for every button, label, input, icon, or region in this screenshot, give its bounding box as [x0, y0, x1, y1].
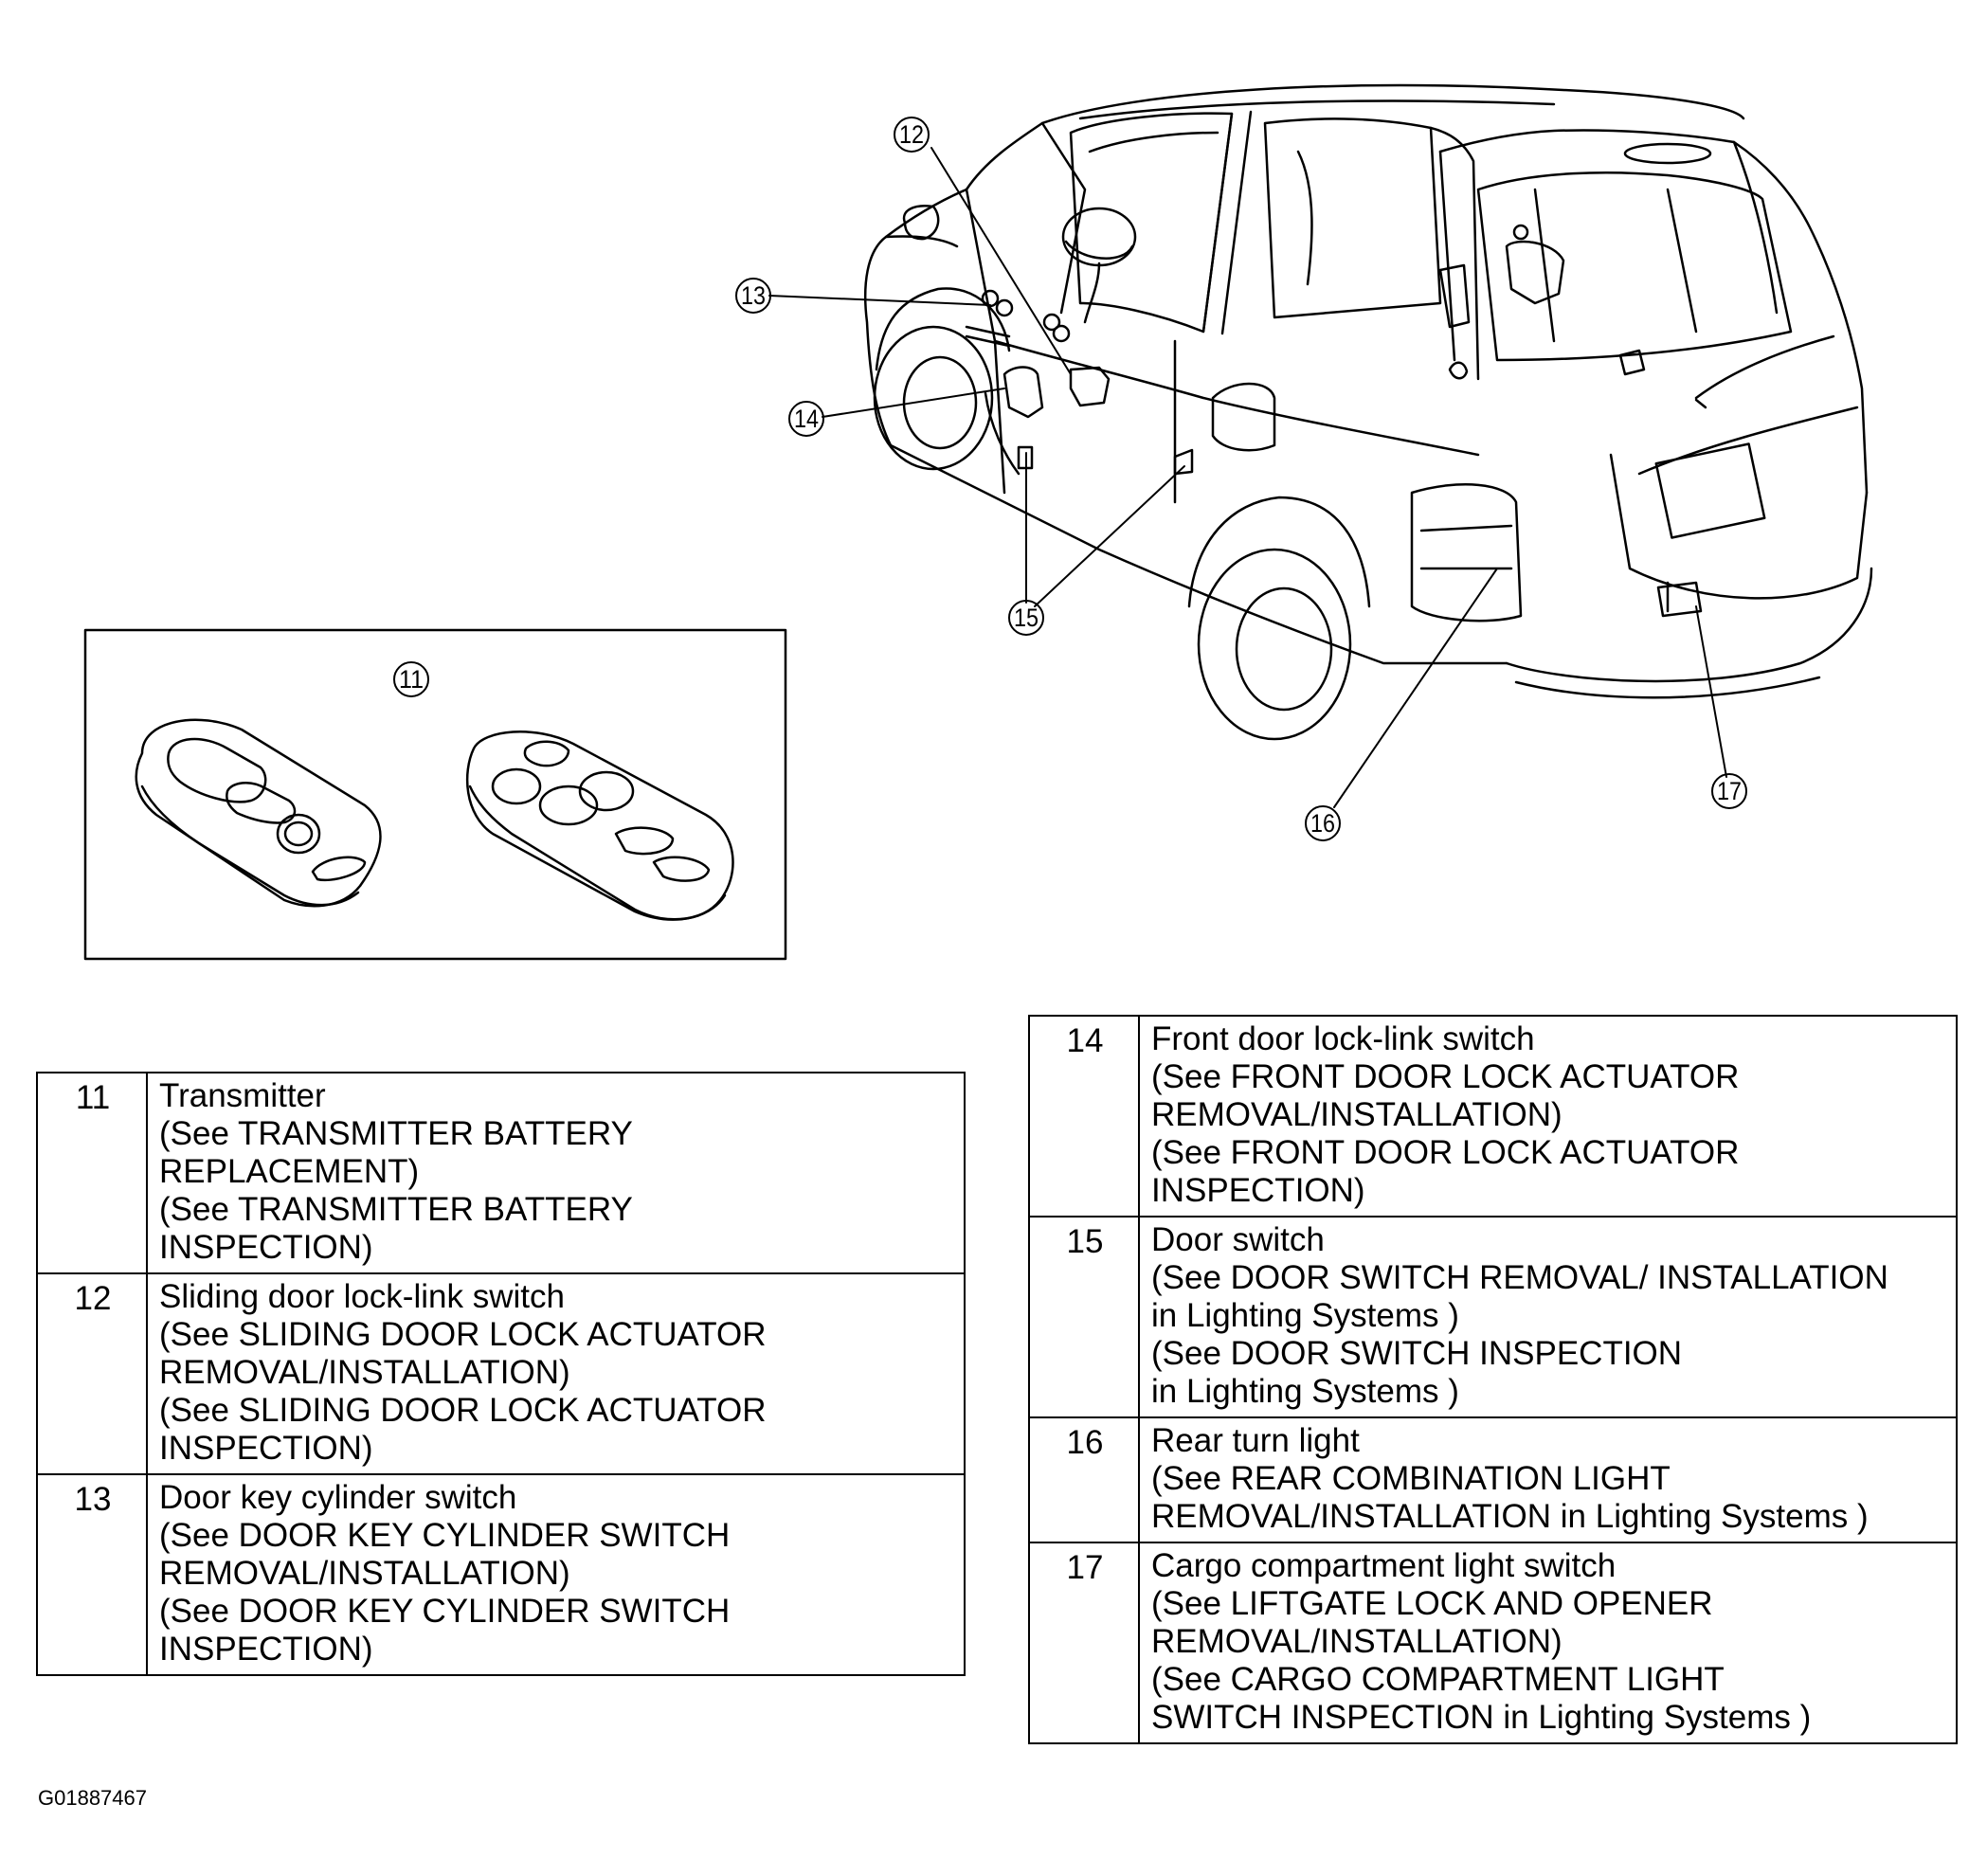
callout-14: 14: [794, 405, 819, 433]
legend-number: 16: [1028, 1416, 1140, 1543]
legend-line: Door switch: [1151, 1221, 1325, 1258]
legend-row-17: 17 Cargo compartment light switch (See L…: [1028, 1542, 1958, 1744]
legend-line: (See REAR COMBINATION LIGHT: [1151, 1460, 1671, 1497]
legend-table-left: 11 Transmitter (See TRANSMITTER BATTERY …: [36, 1072, 966, 1676]
callout-17: 17: [1717, 777, 1742, 805]
legend-line: SWITCH INSPECTION in Lighting Systems ): [1151, 1699, 1812, 1736]
legend-number: 14: [1028, 1015, 1140, 1218]
legend-row-16: 16 Rear turn light (See REAR COMBINATION…: [1028, 1416, 1958, 1543]
legend-line: Rear turn light: [1151, 1422, 1360, 1459]
vehicle-illustration: [863, 83, 1873, 741]
legend-number: 12: [36, 1272, 148, 1475]
legend-line: (See DOOR SWITCH INSPECTION: [1151, 1335, 1683, 1372]
legend-line: (See DOOR SWITCH REMOVAL/ INSTALLATION: [1151, 1259, 1888, 1296]
legend-line: (See DOOR KEY CYLINDER SWITCH: [159, 1517, 731, 1554]
legend-description: Sliding door lock-link switch (See SLIDI…: [146, 1272, 966, 1475]
transmitter-remote-three-button: [135, 718, 382, 908]
legend-description: Cargo compartment light switch (See LIFT…: [1138, 1542, 1958, 1744]
legend-line: REMOVAL/INSTALLATION): [1151, 1623, 1563, 1660]
legend-line: INSPECTION): [1151, 1172, 1365, 1209]
legend-line: INSPECTION): [159, 1430, 373, 1467]
legend-line: Cargo compartment light switch: [1151, 1547, 1617, 1584]
callout-13: 13: [741, 281, 766, 310]
legend-line: (See SLIDING DOOR LOCK ACTUATOR: [159, 1392, 767, 1429]
legend-row-12: 12 Sliding door lock-link switch (See SL…: [36, 1272, 966, 1475]
legend-line: REMOVAL/INSTALLATION): [159, 1555, 570, 1592]
legend-line: REMOVAL/INSTALLATION): [1151, 1096, 1563, 1133]
legend-description: Front door lock-link switch (See FRONT D…: [1138, 1015, 1958, 1218]
legend-number: 17: [1028, 1542, 1140, 1744]
legend-line: REMOVAL/INSTALLATION in Lighting Systems…: [1151, 1498, 1869, 1535]
legend-description: Transmitter (See TRANSMITTER BATTERY REP…: [146, 1072, 966, 1274]
legend-line: (See CARGO COMPARTMENT LIGHT: [1151, 1661, 1725, 1698]
legend-row-15: 15 Door switch (See DOOR SWITCH REMOVAL/…: [1028, 1216, 1958, 1418]
legend-table-right: 14 Front door lock-link switch (See FRON…: [1028, 1015, 1958, 1744]
legend-description: Rear turn light (See REAR COMBINATION LI…: [1138, 1416, 1958, 1543]
callout-11: 11: [399, 665, 424, 694]
legend-row-13: 13 Door key cylinder switch (See DOOR KE…: [36, 1473, 966, 1676]
legend-line: Front door lock-link switch: [1151, 1020, 1535, 1057]
legend-row-14: 14 Front door lock-link switch (See FRON…: [1028, 1015, 1958, 1218]
legend-number: 11: [36, 1072, 148, 1274]
legend-number: 15: [1028, 1216, 1140, 1418]
figure-id: G01887467: [38, 1786, 147, 1810]
leader-lines: [768, 147, 1727, 808]
legend-line: in Lighting Systems ): [1151, 1297, 1459, 1334]
legend-number: 13: [36, 1473, 148, 1676]
legend-line: (See LIFTGATE LOCK AND OPENER: [1151, 1585, 1713, 1622]
legend-description: Door switch (See DOOR SWITCH REMOVAL/ IN…: [1138, 1216, 1958, 1418]
legend-line: Transmitter: [159, 1077, 326, 1114]
legend-line: Sliding door lock-link switch: [159, 1278, 565, 1315]
transmitter-remote-five-button: [465, 731, 734, 921]
transmitter-panel: [83, 628, 787, 961]
legend-line: (See SLIDING DOOR LOCK ACTUATOR: [159, 1316, 767, 1353]
legend-line: (See TRANSMITTER BATTERY: [159, 1115, 633, 1152]
legend-line: REMOVAL/INSTALLATION): [159, 1354, 570, 1391]
legend-line: (See FRONT DOOR LOCK ACTUATOR: [1151, 1134, 1740, 1171]
legend-description: Door key cylinder switch (See DOOR KEY C…: [146, 1473, 966, 1676]
callout-12: 12: [899, 120, 924, 149]
legend-line: in Lighting Systems ): [1151, 1373, 1459, 1410]
callout-circles: [393, 117, 1747, 841]
callout-15: 15: [1014, 604, 1039, 632]
legend-line: Door key cylinder switch: [159, 1479, 517, 1516]
callout-16: 16: [1310, 809, 1335, 838]
legend-line: (See FRONT DOOR LOCK ACTUATOR: [1151, 1058, 1740, 1095]
legend-line: (See TRANSMITTER BATTERY: [159, 1191, 633, 1228]
legend-row-11: 11 Transmitter (See TRANSMITTER BATTERY …: [36, 1072, 966, 1274]
legend-line: INSPECTION): [159, 1631, 373, 1668]
legend-line: (See DOOR KEY CYLINDER SWITCH: [159, 1593, 731, 1630]
legend-line: REPLACEMENT): [159, 1153, 420, 1190]
legend-line: INSPECTION): [159, 1229, 373, 1266]
